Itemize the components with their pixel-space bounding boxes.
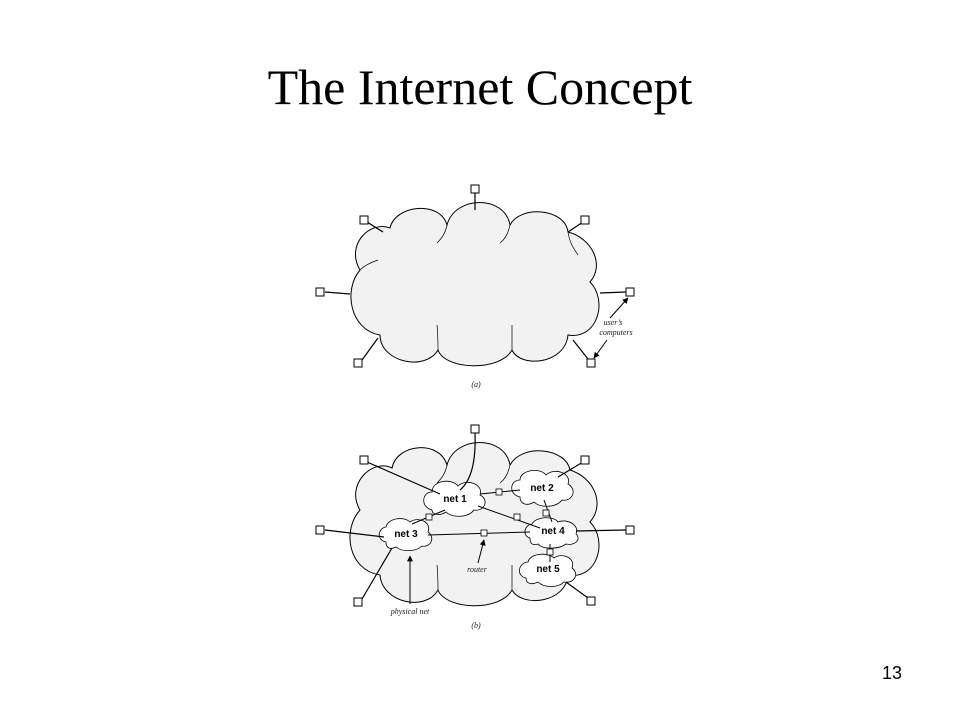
router-net1-net4 bbox=[513, 513, 521, 521]
annotation-users-line2: computers bbox=[599, 328, 632, 337]
user-computer-a-topleft bbox=[359, 215, 384, 233]
router-annotation-label: router bbox=[467, 565, 488, 574]
caption-a: (a) bbox=[471, 380, 481, 389]
cloud-b-lobe-lines bbox=[436, 464, 513, 591]
router-net4-net5 bbox=[546, 548, 554, 556]
annotation-arrow-down bbox=[593, 339, 608, 359]
net-5-label: net 5 bbox=[536, 564, 560, 575]
net-4-label: net 4 bbox=[541, 526, 565, 537]
internet-cloud-a bbox=[350, 202, 600, 367]
annotation-arrow-up bbox=[609, 297, 629, 319]
net-1-cloud: net 1 bbox=[423, 480, 486, 517]
diagram-b: net 1 net 2 net 3 net 4 net 5 bbox=[315, 424, 635, 630]
user-computer-a-bottomleft bbox=[353, 337, 379, 368]
user-computer-b-right bbox=[575, 525, 635, 535]
router-net3-net4 bbox=[480, 529, 488, 537]
user-computer-a-top bbox=[470, 184, 480, 210]
page-number: 13 bbox=[881, 663, 902, 683]
user-computer-a-topright bbox=[567, 215, 590, 233]
slide-title: The Internet Concept bbox=[267, 59, 693, 115]
routers bbox=[425, 488, 554, 556]
net-4-cloud: net 4 bbox=[524, 517, 579, 549]
user-computer-b-topright bbox=[557, 455, 590, 478]
router-annotation-arrow bbox=[477, 539, 486, 564]
physical-net-annotation-label: physical net bbox=[390, 607, 430, 616]
user-computer-b-bottomright bbox=[565, 581, 596, 606]
net-1-label: net 1 bbox=[443, 494, 467, 505]
cloud-a-lobe-lines bbox=[359, 224, 579, 351]
user-computer-b-left bbox=[315, 525, 385, 538]
router-net1-net3 bbox=[425, 513, 433, 521]
diagram-a: user’s computers (a) bbox=[315, 184, 635, 389]
caption-b: (b) bbox=[471, 621, 481, 630]
router-net2-net4 bbox=[542, 509, 550, 517]
router-net1-net2 bbox=[495, 488, 503, 496]
user-computer-b-topleft bbox=[359, 455, 441, 495]
net-5-cloud: net 5 bbox=[519, 553, 577, 587]
net-3-label: net 3 bbox=[394, 529, 418, 540]
user-computer-a-right bbox=[599, 287, 635, 297]
user-computer-a-left bbox=[315, 287, 351, 297]
net-3-cloud: net 3 bbox=[378, 518, 433, 552]
net-2-label: net 2 bbox=[530, 483, 554, 494]
annotation-users-line1: user’s bbox=[604, 318, 623, 327]
user-computer-b-top bbox=[459, 424, 480, 491]
user-computer-b-bottomleft bbox=[353, 547, 393, 607]
net-2-cloud: net 2 bbox=[511, 470, 574, 507]
user-computer-a-bottomright bbox=[572, 339, 596, 368]
